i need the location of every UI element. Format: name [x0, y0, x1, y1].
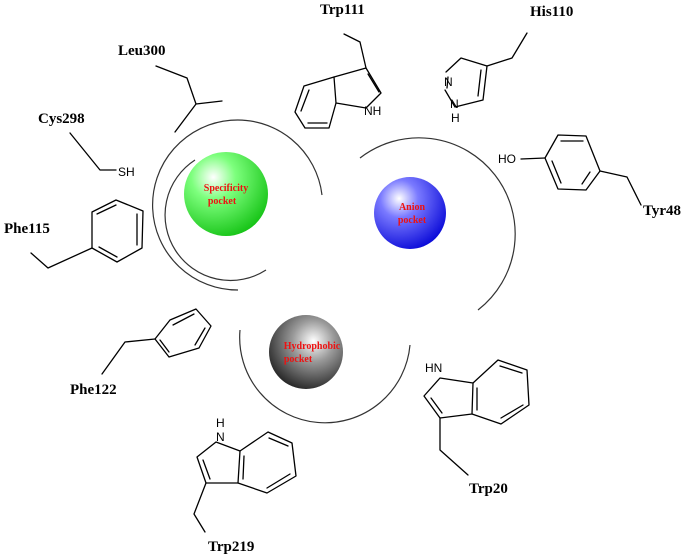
trp219-sidechain-bonds: [193, 482, 207, 533]
trp20-hn-label: HN: [425, 361, 442, 375]
anion-pocket-label-line2: pocket: [398, 215, 427, 226]
residue-label-trp20: Trp20: [469, 481, 508, 497]
anion-pocket: Anion pocket: [374, 177, 446, 249]
tyr48-benzene-ring: [544, 134, 601, 191]
his110-nh-n-label: N: [450, 97, 459, 111]
trp219-h-label: H: [216, 416, 225, 430]
trp111-pyrrole-ring: [333, 67, 382, 109]
phe115-benzene-inner: [96, 204, 138, 258]
trp20-sidechain-bonds: [439, 417, 469, 476]
his110-imidazole-ring: [444, 57, 488, 108]
anion-pocket-label-line1: Anion: [399, 202, 426, 213]
his110-n-label: N: [444, 75, 453, 89]
residue-label-leu300: Leu300: [118, 43, 166, 59]
trp111-sidechain-bonds: [343, 33, 367, 69]
phe115-benzene-ring: [91, 199, 144, 263]
residue-trp111: Trp111 NH: [294, 2, 382, 129]
trp219-benzene-inner: [242, 437, 291, 489]
tyr48-benzene-inner: [551, 140, 591, 185]
leu300-sidechain-bonds: [155, 65, 223, 133]
trp20-pyrrole-ring: [423, 377, 474, 419]
his110-h-label: H: [451, 111, 460, 125]
hydrophobic-pocket-label-line2: pocket: [284, 354, 313, 365]
residue-label-phe115: Phe115: [4, 221, 50, 237]
trp20-pyrrole-double: [430, 397, 443, 414]
residue-label-trp111: Trp111: [320, 2, 365, 18]
phe122-sidechain-bonds: [101, 338, 156, 375]
trp111-double-bond: [367, 73, 380, 93]
specificity-pocket-label-line1: Specificity: [204, 183, 248, 194]
residue-label-cys298: Cys298: [38, 111, 85, 127]
trp20-benzene-inner: [476, 365, 524, 419]
hydrophobic-pocket-sphere: [269, 315, 343, 389]
residue-cys298: Cys298 SH: [38, 111, 135, 179]
residue-label-tyr48: Tyr48: [643, 203, 681, 219]
hydrophobic-pocket: Hydrophobic pocket: [269, 315, 343, 389]
residue-label-his110: His110: [530, 4, 573, 20]
residue-trp219: Trp219 H N: [193, 416, 297, 555]
cys298-sidechain-bonds: [69, 132, 117, 171]
his110-sidechain-bonds: [486, 32, 528, 67]
tyr48-sidechain-bonds: [520, 157, 642, 206]
trp219-pyrrole-double: [202, 459, 211, 480]
phe122-benzene-ring: [154, 308, 212, 358]
trp111-benzene-ring: [294, 76, 337, 129]
his110-double-bonds: [446, 69, 482, 97]
trp219-benzene-ring: [237, 431, 297, 494]
specificity-pocket-sphere: [184, 152, 268, 236]
residue-his110: His110 N N H: [444, 4, 573, 125]
anion-pocket-sphere: [374, 177, 446, 249]
trp111-benzene-inner: [300, 89, 328, 124]
phe122-benzene-inner: [159, 313, 206, 353]
residue-label-phe122: Phe122: [70, 382, 117, 398]
residue-tyr48: Tyr48 HO: [498, 134, 681, 219]
residue-phe122: Phe122: [70, 308, 212, 398]
phe115-sidechain-bonds: [30, 247, 93, 269]
residue-phe115: Phe115: [4, 199, 144, 269]
trp111-nh-label: NH: [364, 104, 381, 118]
specificity-pocket-label-line2: pocket: [208, 196, 237, 207]
trp219-pyrrole-ring: [196, 441, 241, 484]
trp20-benzene-ring: [471, 359, 530, 425]
hydrophobic-pocket-label-line1: Hydrophobic: [284, 341, 341, 352]
specificity-pocket-arc-outer: [152, 119, 323, 291]
residue-trp20: Trp20 HN: [423, 359, 530, 497]
trp219-n-label: N: [216, 430, 225, 444]
anion-pocket-arc-outer: [359, 137, 516, 311]
specificity-pocket-arc-inner: [164, 159, 267, 282]
tyr48-ho-label: HO: [498, 152, 516, 166]
residue-leu300: Leu300: [118, 43, 223, 133]
hydrophobic-pocket-arc-outer: [239, 329, 411, 424]
residue-label-trp219: Trp219: [208, 539, 254, 555]
specificity-pocket: Specificity pocket: [184, 152, 268, 236]
cys298-sh-label: SH: [118, 165, 135, 179]
